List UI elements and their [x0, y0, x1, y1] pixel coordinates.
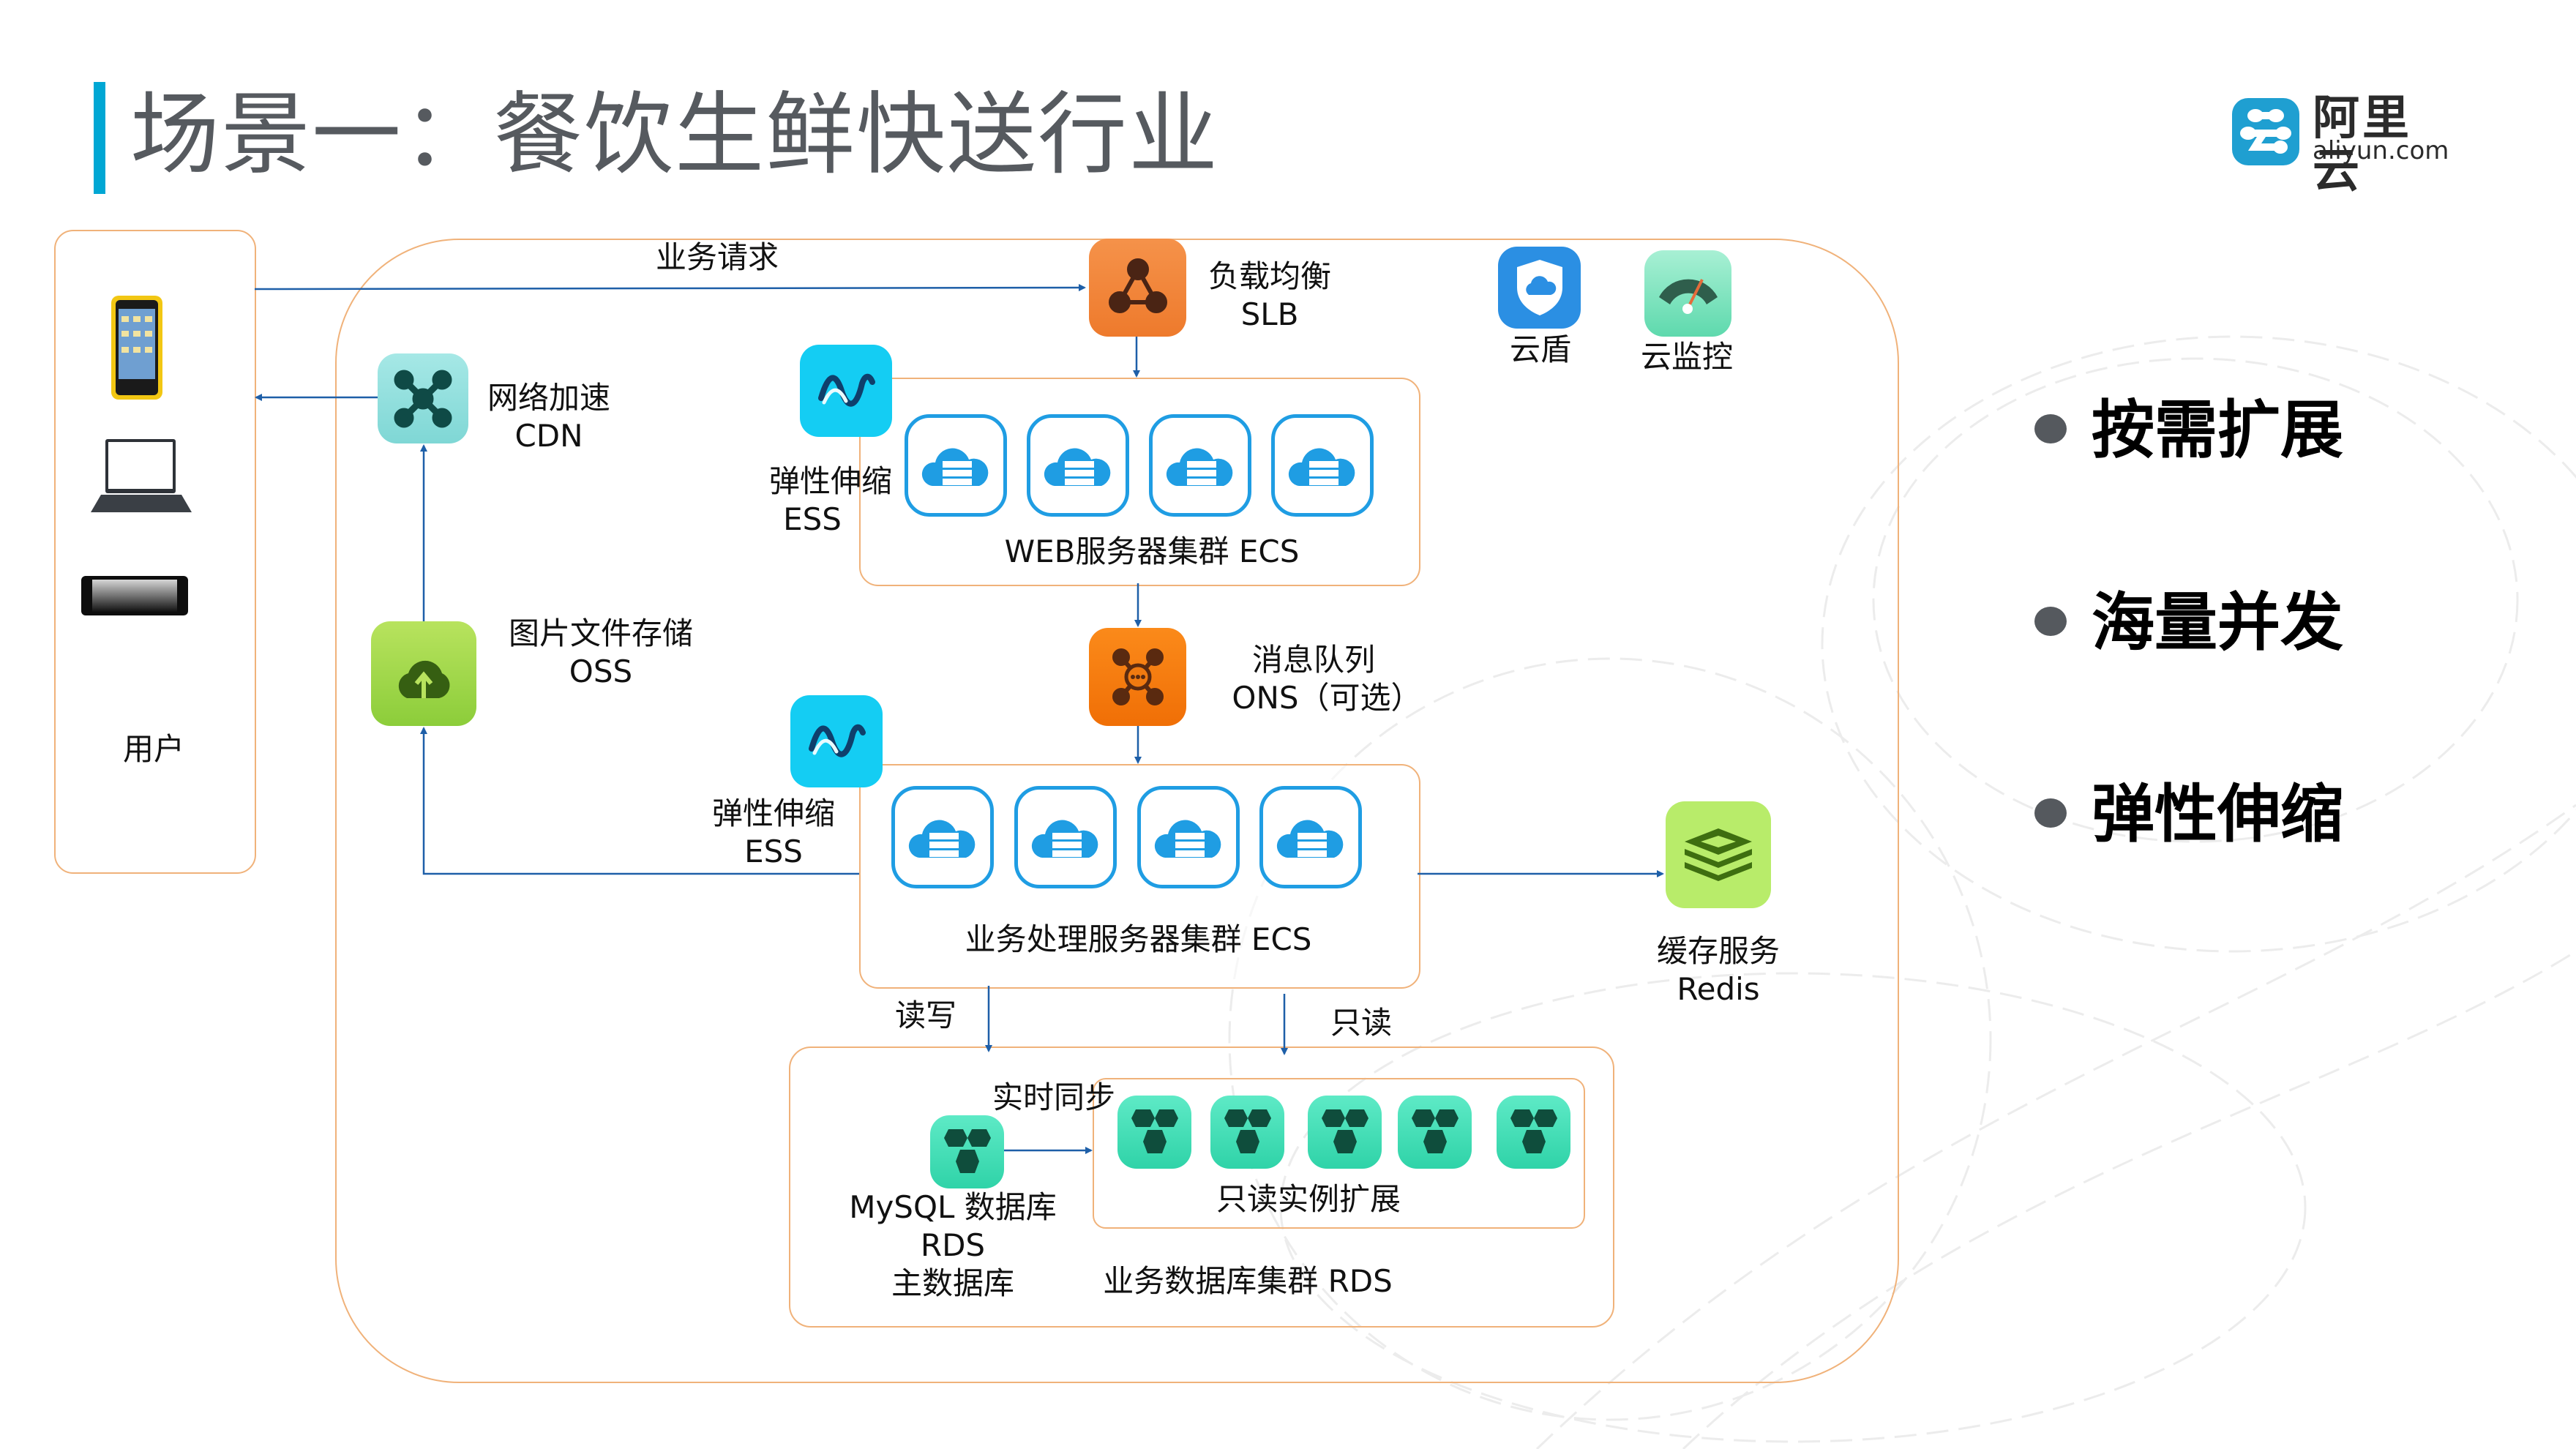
cloud-server-icon[interactable] [891, 786, 994, 888]
cloud-monitor-label: 云监控 [1640, 339, 1733, 375]
users-panel [54, 230, 256, 874]
slb-label-line2: SLB [1240, 296, 1299, 332]
cloud-upload-icon[interactable] [371, 621, 476, 726]
cloud-server-icon[interactable] [1271, 414, 1374, 517]
cloud-server-icon[interactable] [1149, 414, 1251, 517]
bullet-dot-icon [2034, 414, 2067, 443]
readonly-label: 只读实例扩展 [1216, 1181, 1401, 1217]
logo-text-en: aliyun.com [2313, 136, 2449, 165]
readonly-instances-box [1093, 1078, 1585, 1229]
highlight-item: 按需扩展 [2034, 394, 2386, 467]
wave-icon[interactable] [800, 345, 892, 437]
biz-cluster-label: 业务处理服务器集群 ECS [965, 921, 1312, 957]
cdn-label-line1: 网络加速 [487, 380, 610, 416]
highlight-text: 弹性伸缩 [2092, 778, 2343, 851]
network-hub-icon[interactable] [378, 353, 468, 443]
ess-biz-label-line2: ESS [744, 834, 803, 869]
cdn-label-line2: CDN [514, 418, 583, 454]
sync-label: 实时同步 [992, 1079, 1115, 1115]
ess-web-label-line1: 弹性伸缩 [768, 463, 892, 499]
rds-master-label-line1: MySQL 数据库 [849, 1189, 1057, 1225]
database-hex-icon[interactable] [1398, 1096, 1472, 1169]
ons-label-line2: ONS（可选） [1232, 680, 1422, 716]
gauge-icon[interactable] [1644, 250, 1731, 337]
ons-label-line1: 消息队列 [1251, 642, 1375, 678]
page-title: 场景一：餐饮生鲜快送行业 [130, 83, 1219, 187]
wave-icon[interactable] [790, 695, 883, 787]
highlight-item: 弹性伸缩 [2034, 778, 2386, 851]
web-cluster-label: WEB服务器集群 ECS [1004, 533, 1300, 569]
read-only-label: 只读 [1330, 1005, 1392, 1041]
oss-label-line2: OSS [569, 654, 633, 689]
ess-biz-label-line1: 弹性伸缩 [711, 795, 835, 831]
highlight-text: 按需扩展 [2092, 394, 2343, 467]
bullet-dot-icon [2034, 798, 2067, 828]
redis-label-line2: Redis [1677, 971, 1760, 1007]
highlight-text: 海量并发 [2092, 586, 2343, 659]
database-hex-icon[interactable] [1117, 1096, 1191, 1169]
db-cluster-box [789, 1046, 1614, 1328]
database-hex-icon[interactable] [1497, 1096, 1570, 1169]
message-queue-icon[interactable] [1089, 628, 1186, 726]
rds-master-label-line3: 主数据库 [891, 1265, 1014, 1301]
rds-master-label-line2: RDS [920, 1227, 986, 1263]
load-balancer-icon[interactable] [1089, 239, 1186, 337]
ess-web-label-line2: ESS [783, 501, 842, 537]
smartphone-icon [110, 294, 164, 401]
tablet-icon [80, 575, 189, 616]
slb-label-line1: 负载均衡 [1208, 258, 1331, 294]
redis-label-line1: 缓存服务 [1656, 933, 1780, 969]
db-cluster-label: 业务数据库集群 RDS [1103, 1263, 1393, 1299]
cloud-server-icon[interactable] [1259, 786, 1362, 888]
highlight-item: 海量并发 [2034, 586, 2386, 659]
cloud-server-icon[interactable] [1014, 786, 1117, 888]
biz-to-oss-arrow [420, 727, 859, 875]
cloud-server-icon[interactable] [1137, 786, 1240, 888]
logo-text-cn: 阿里云 [2313, 91, 2412, 198]
read-write-label: 读写 [894, 997, 956, 1033]
cloud-server-icon[interactable] [1027, 414, 1129, 517]
aliyun-logo: 阿里云 aliyun.com [2232, 92, 2452, 198]
layers-icon[interactable] [1666, 801, 1771, 908]
cloud-shield-label: 云盾 [1509, 332, 1571, 367]
title-accent-bar [94, 82, 105, 194]
laptop-icon [89, 436, 193, 517]
aliyun-logo-icon [2232, 98, 2299, 165]
shield-icon[interactable] [1498, 247, 1581, 329]
database-hex-icon[interactable] [1210, 1096, 1284, 1169]
request-arrow [254, 284, 1086, 292]
oss-label-line1: 图片文件存储 [508, 615, 693, 651]
cloud-server-icon[interactable] [905, 414, 1007, 517]
bullet-dot-icon [2034, 607, 2067, 636]
database-hex-icon[interactable] [1308, 1096, 1382, 1169]
request-label: 业务请求 [655, 239, 779, 275]
database-hex-icon[interactable] [930, 1115, 1004, 1188]
users-label: 用户 [122, 731, 184, 767]
